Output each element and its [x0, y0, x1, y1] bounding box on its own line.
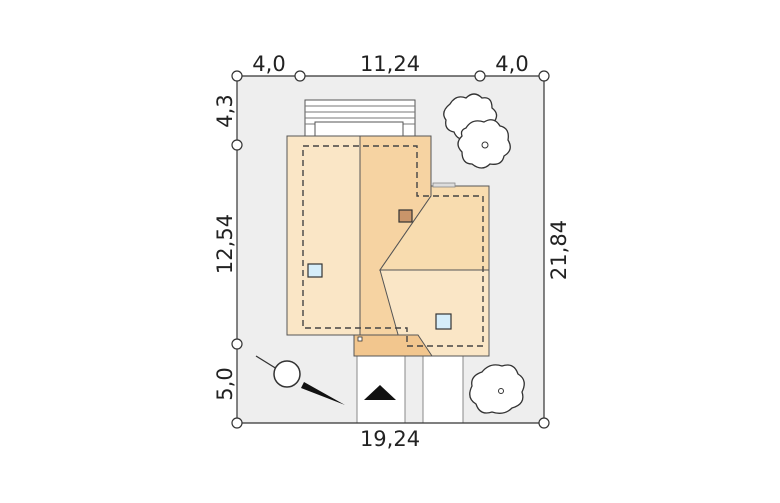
skylight — [435, 313, 452, 330]
compass-north-arrow-icon — [255, 355, 345, 405]
roof-wing-upper — [379, 185, 490, 271]
dimension-right: 21,84 — [547, 220, 571, 280]
chimney — [398, 209, 413, 223]
dimension-top-middle: 11,24 — [360, 52, 420, 76]
dimension-top-left: 4,0 — [252, 52, 285, 76]
terrace — [304, 99, 416, 138]
wall-outline-dashed — [302, 145, 484, 347]
entrance-marker — [357, 336, 363, 342]
roof-porch — [353, 334, 433, 357]
dimension-top-right: 4,0 — [495, 52, 528, 76]
dimension-left-bottom: 5,0 — [213, 367, 237, 400]
tree-canopy-icon — [469, 364, 525, 414]
dimension-left-top: 4,3 — [213, 94, 237, 127]
roof-left-slope — [286, 135, 361, 336]
skylight — [307, 263, 323, 278]
dimension-bottom: 19,24 — [360, 427, 420, 451]
dimension-nodes — [231, 70, 550, 429]
dimension-lines — [236, 75, 545, 424]
house-roof — [286, 135, 490, 357]
tree-canopy-icon — [443, 93, 511, 169]
entrance-triangle-icon — [364, 385, 396, 400]
dimension-left-middle: 12,54 — [213, 214, 237, 274]
